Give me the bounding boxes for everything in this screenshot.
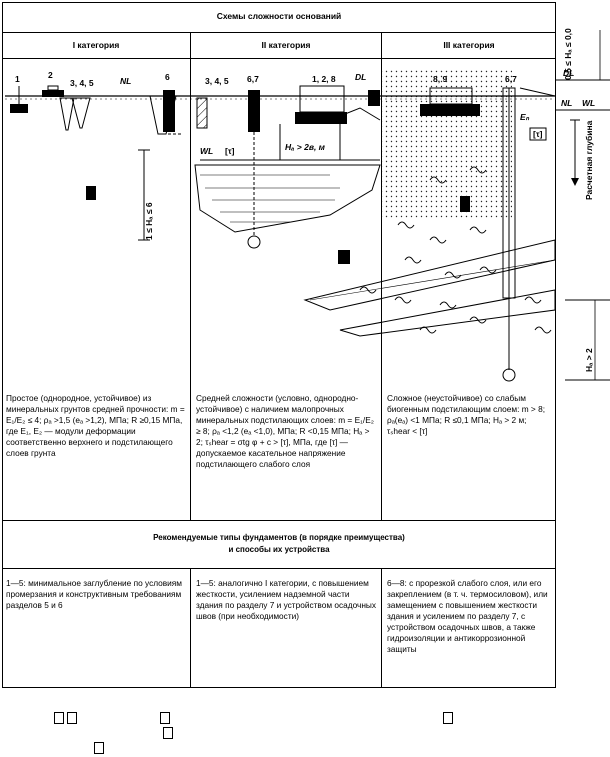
recommendation-category-3: 6—8: с прорезкой слабого слоя, или его з…: [387, 578, 548, 654]
row-line-3: [2, 520, 556, 521]
right-bottom-dimension-label: Hₐ > 2: [584, 348, 594, 372]
table-title: Схемы сложности оснований: [216, 11, 342, 21]
border-left: [2, 2, 3, 688]
right-level-marks: [555, 30, 610, 381]
label-89: 8, 9: [433, 74, 447, 84]
missing-glyph-box: [443, 712, 453, 724]
label-nl-col1: NL: [120, 76, 131, 86]
missing-glyph-box: [94, 742, 104, 754]
weak-soil-marks: [359, 166, 552, 334]
missing-glyph-box: [54, 712, 64, 724]
col1-diagram: [10, 85, 182, 241]
label-nl-col3: NL: [561, 98, 572, 108]
missing-glyph-box: [160, 712, 170, 724]
description-category-3: Сложное (неустойчивое) со слабым биогенн…: [387, 393, 546, 436]
label-1: 1: [15, 74, 20, 84]
label-ef: Eₙ: [520, 112, 530, 122]
col3-diagram: [303, 70, 556, 382]
foundation-scheme-drawing: 1 2 3, 4, 5 NL 6 3, 4, 5 6,7 1, 2, 8 DL …: [5, 28, 610, 382]
label-345-col1: 3, 4, 5: [70, 78, 94, 88]
recommend-title-1: Рекомендуемые типы фундаментов (в порядк…: [153, 533, 405, 542]
label-6-col1: 6: [165, 72, 170, 82]
label-tau-col2: [τ]: [225, 146, 235, 156]
border-right: [555, 2, 556, 688]
col2-diagram: [163, 85, 381, 264]
label-wl-col2: WL: [200, 146, 213, 156]
col-line-1b: [190, 568, 191, 688]
label-128: 1, 2, 8: [312, 74, 336, 84]
missing-glyph-box: [163, 727, 173, 739]
label-wl-col3: WL: [582, 98, 595, 108]
label-2: 2: [48, 70, 53, 80]
description-category-1: Простое (однородное, устойчивое) из мине…: [6, 393, 185, 458]
label-67-col3: 6,7: [505, 74, 517, 84]
right-top-dimension-label: 0,5 ≤ Hₐ ≤ 0,0: [563, 28, 573, 80]
missing-glyph-box: [67, 712, 77, 724]
description-category-2: Средней сложности (условно, однородно-ус…: [196, 393, 374, 469]
row-line-5: [2, 687, 556, 688]
label-dl-col2: DL: [355, 72, 366, 82]
row-line-2: [2, 58, 556, 59]
label-hd-col2: Hₐ > 2в, м: [285, 142, 326, 152]
label-dl-col3: DL: [563, 68, 574, 78]
row-line-1: [2, 32, 556, 33]
recommend-title-2: и способы их устройства: [228, 545, 330, 554]
category-3-header: III категория: [443, 40, 495, 50]
col-line-2a: [381, 32, 382, 521]
col-line-2b: [381, 568, 382, 688]
right-depth-label: Расчетная глубина: [584, 120, 594, 200]
label-tau-col3: [τ]: [533, 129, 543, 139]
label-67-col2: 6,7: [247, 74, 259, 84]
category-2-header: II категория: [261, 40, 311, 50]
border-top: [2, 2, 556, 3]
row-line-4: [2, 568, 556, 569]
recommendation-category-1: 1—5: минимальное заглубление по условиям…: [6, 578, 183, 610]
label-345-col2: 3, 4, 5: [205, 76, 229, 86]
col-line-1a: [190, 32, 191, 521]
recommendation-category-2: 1—5: аналогично I категории, с повышение…: [196, 578, 377, 621]
left-dimension-label: 1 ≤ Hₐ ≤ 6: [144, 202, 154, 240]
category-1-header: I категория: [72, 40, 120, 50]
